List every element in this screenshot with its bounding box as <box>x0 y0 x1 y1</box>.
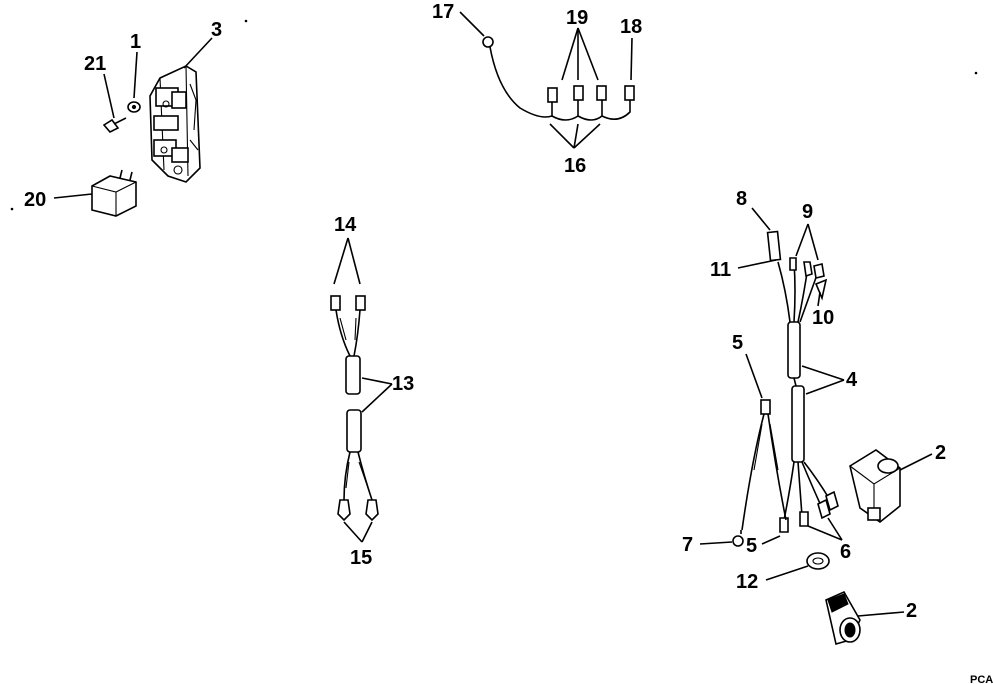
main-wiring-harness <box>732 230 839 547</box>
callout-21: 21 <box>84 53 106 75</box>
callout-20: 20 <box>24 189 46 211</box>
rectifier-bracket-assembly <box>149 65 201 183</box>
callout-14: 14 <box>334 214 357 236</box>
relay-part <box>91 169 137 217</box>
callout-18: 18 <box>620 16 642 38</box>
callout-13: 13 <box>392 373 414 395</box>
washer-part <box>127 101 141 113</box>
registration-dot <box>244 19 248 23</box>
callout-19: 19 <box>566 7 588 29</box>
callout-16: 16 <box>564 155 586 177</box>
callout-15: 15 <box>350 547 372 569</box>
grommet-part <box>806 552 830 570</box>
callout-6: 6 <box>840 541 851 563</box>
callout-17: 17 <box>432 1 454 23</box>
callout-4: 4 <box>846 369 858 391</box>
registration-dot <box>974 71 978 75</box>
callout-11: 11 <box>710 259 731 281</box>
callout-10: 10 <box>812 307 834 329</box>
screw-part <box>102 117 127 133</box>
connector-housing-lower <box>825 590 861 646</box>
callout-3: 3 <box>211 19 222 41</box>
ground-lead-harness <box>482 36 635 121</box>
callout-7: 7 <box>682 534 693 556</box>
callout-2-lower: 2 <box>906 600 917 622</box>
connector-housing-upper <box>849 449 901 523</box>
callout-9: 9 <box>802 201 813 223</box>
callout-8: 8 <box>736 188 747 210</box>
registration-dot <box>10 207 14 211</box>
callout-2-upper: 2 <box>935 442 946 464</box>
callout-12: 12 <box>736 571 758 593</box>
callout-1: 1 <box>130 31 141 53</box>
callout-5-upper: 5 <box>732 332 743 354</box>
jumper-harness <box>330 295 379 522</box>
callout-5-lower: 5 <box>746 535 757 557</box>
figure-code: PCA <box>970 674 993 684</box>
